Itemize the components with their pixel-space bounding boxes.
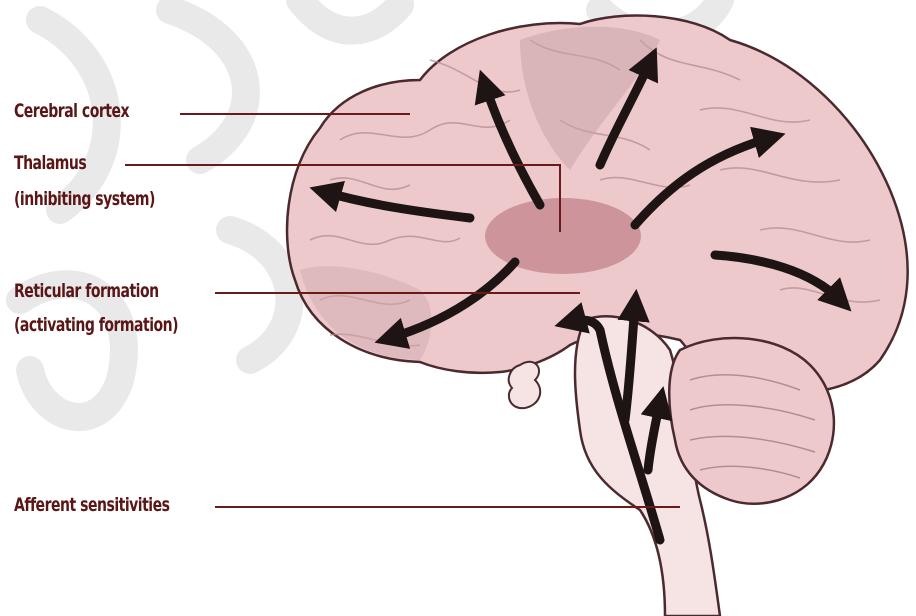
label-thalamus: Thalamus	[14, 152, 86, 174]
pituitary	[509, 362, 540, 408]
label-thalamus-sub: (inhibiting system)	[14, 188, 155, 210]
label-reticular-sub: (activating formation)	[14, 314, 178, 336]
label-reticular-formation: Reticular formation	[14, 280, 159, 302]
label-afferent-sensitivities: Afferent sensitivities	[14, 494, 169, 516]
label-cerebral-cortex: Cerebral cortex	[14, 100, 129, 122]
cerebellum	[669, 338, 834, 504]
